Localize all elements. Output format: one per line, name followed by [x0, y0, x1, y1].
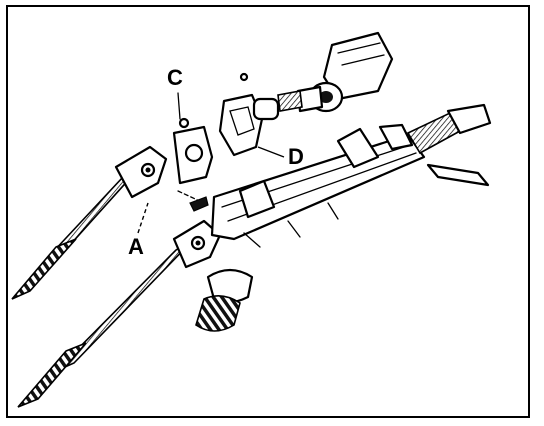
clip-d	[218, 93, 285, 158]
diagram-frame: C D A	[6, 5, 530, 418]
steering-rack-exploded-drawing	[11, 31, 492, 408]
bracket-c	[172, 72, 249, 212]
rubber-boot	[195, 268, 254, 332]
rack-housing	[210, 103, 492, 248]
callout-a: A	[128, 234, 144, 259]
lower-steering-shaft	[17, 219, 222, 408]
callout-d: D	[288, 144, 304, 169]
upper-cylinder-assembly	[277, 31, 394, 113]
upper-steering-shaft	[11, 145, 168, 300]
callout-c: C	[167, 65, 183, 90]
